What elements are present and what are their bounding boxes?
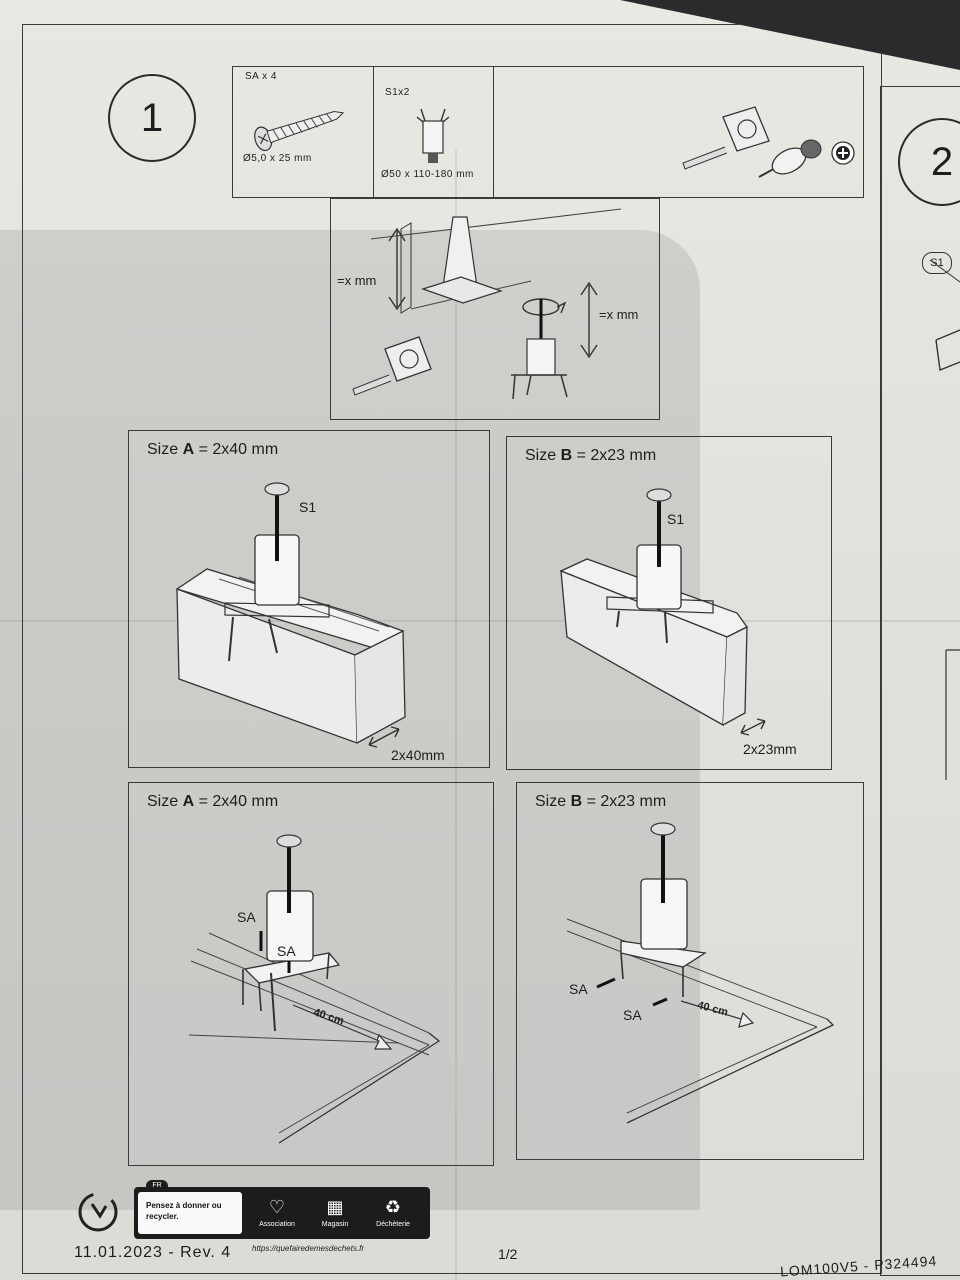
measure-panel: =x mm =x mm — [330, 198, 660, 420]
dimension-label: 2x23mm — [743, 741, 797, 757]
association-icon: ♡Association — [259, 1197, 295, 1228]
support-size: Ø50 x 110-180 mm — [381, 169, 474, 180]
measure-illustration — [352, 208, 622, 400]
parts-cell-support: S1x2 Ø50 x 110-180 mm — [373, 67, 494, 197]
panel-size-b-support: Size B = 2x23 mm S1 2x23mm — [506, 436, 832, 770]
recycle-info-banner: Pensez à donner ou recycler. ♡Associatio… — [134, 1187, 430, 1239]
screw-icon — [254, 110, 345, 152]
screw-label-sa: SA — [237, 909, 256, 925]
screw-size: Ø5,0 x 25 mm — [243, 153, 312, 164]
support-icon — [416, 108, 450, 163]
size-a-mount-illustration — [188, 834, 441, 1144]
step1-frame — [22, 24, 882, 1274]
fold-line-horizontal — [0, 620, 960, 622]
screw-label-sa: SA — [277, 943, 296, 959]
size-b-mount-illustration — [566, 822, 835, 1124]
parts-cell-tools — [493, 67, 863, 197]
tape-measure-icon — [352, 336, 432, 396]
panel-size-b-mount: Size B = 2x23 mm SA SA 40 cm — [516, 782, 864, 1160]
panel-title: Size B = 2x23 mm — [535, 793, 667, 810]
support-qty: S1x2 — [385, 87, 410, 98]
screw-label-sa: SA — [569, 981, 588, 997]
size-a-rail-illustration — [176, 482, 406, 748]
recycle-text: Pensez à donner ou recycler. — [138, 1192, 242, 1234]
screw-qty: SA x 4 — [245, 71, 277, 82]
measure-label-right: =x mm — [599, 307, 639, 322]
phillips-screwdriver-icon — [831, 141, 855, 165]
fold-line-vertical — [455, 150, 457, 1280]
screwdriver-icon — [758, 139, 822, 178]
tape-measure-icon — [682, 106, 770, 170]
panel-size-a-support: Size A = 2x40 mm S1 2x40mm — [128, 430, 490, 768]
dimension-label: 2x40mm — [391, 747, 445, 763]
panel-title: Size A = 2x40 mm — [147, 793, 279, 810]
revision-date: 11.01.2023 - Rev. 4 — [74, 1244, 232, 1261]
step2-frame — [880, 86, 960, 1276]
measure-label-left: =x mm — [337, 273, 377, 288]
size-b-rail-illustration — [559, 488, 766, 736]
part-label-s1: S1 — [299, 499, 317, 515]
tools-illustration — [682, 106, 855, 178]
waste-center-icon: ♻Déchèterie — [376, 1197, 410, 1228]
parts-cell-screw: SA x 4 Ø5,0 x 25 mm — [233, 67, 374, 197]
parts-list: SA x 4 Ø5,0 x 25 mm S1x2 Ø50 x 110-180 m… — [232, 66, 864, 198]
panel-title: Size A = 2x40 mm — [147, 441, 279, 458]
panel-size-a-mount: Size A = 2x40 mm SA SA 40 cm — [128, 782, 494, 1166]
store-icon: ▦Magasin — [321, 1197, 349, 1228]
screw-label-sa: SA — [623, 1007, 642, 1023]
step1-number: 1 — [108, 74, 196, 162]
recycle-url[interactable]: https://quefairedemesdechets.fr — [252, 1244, 365, 1253]
step2-part-label: S1 — [922, 252, 952, 274]
page-number: 1/2 — [498, 1246, 518, 1262]
part-label-s1: S1 — [667, 511, 685, 527]
panel-title: Size B = 2x23 mm — [525, 447, 657, 464]
